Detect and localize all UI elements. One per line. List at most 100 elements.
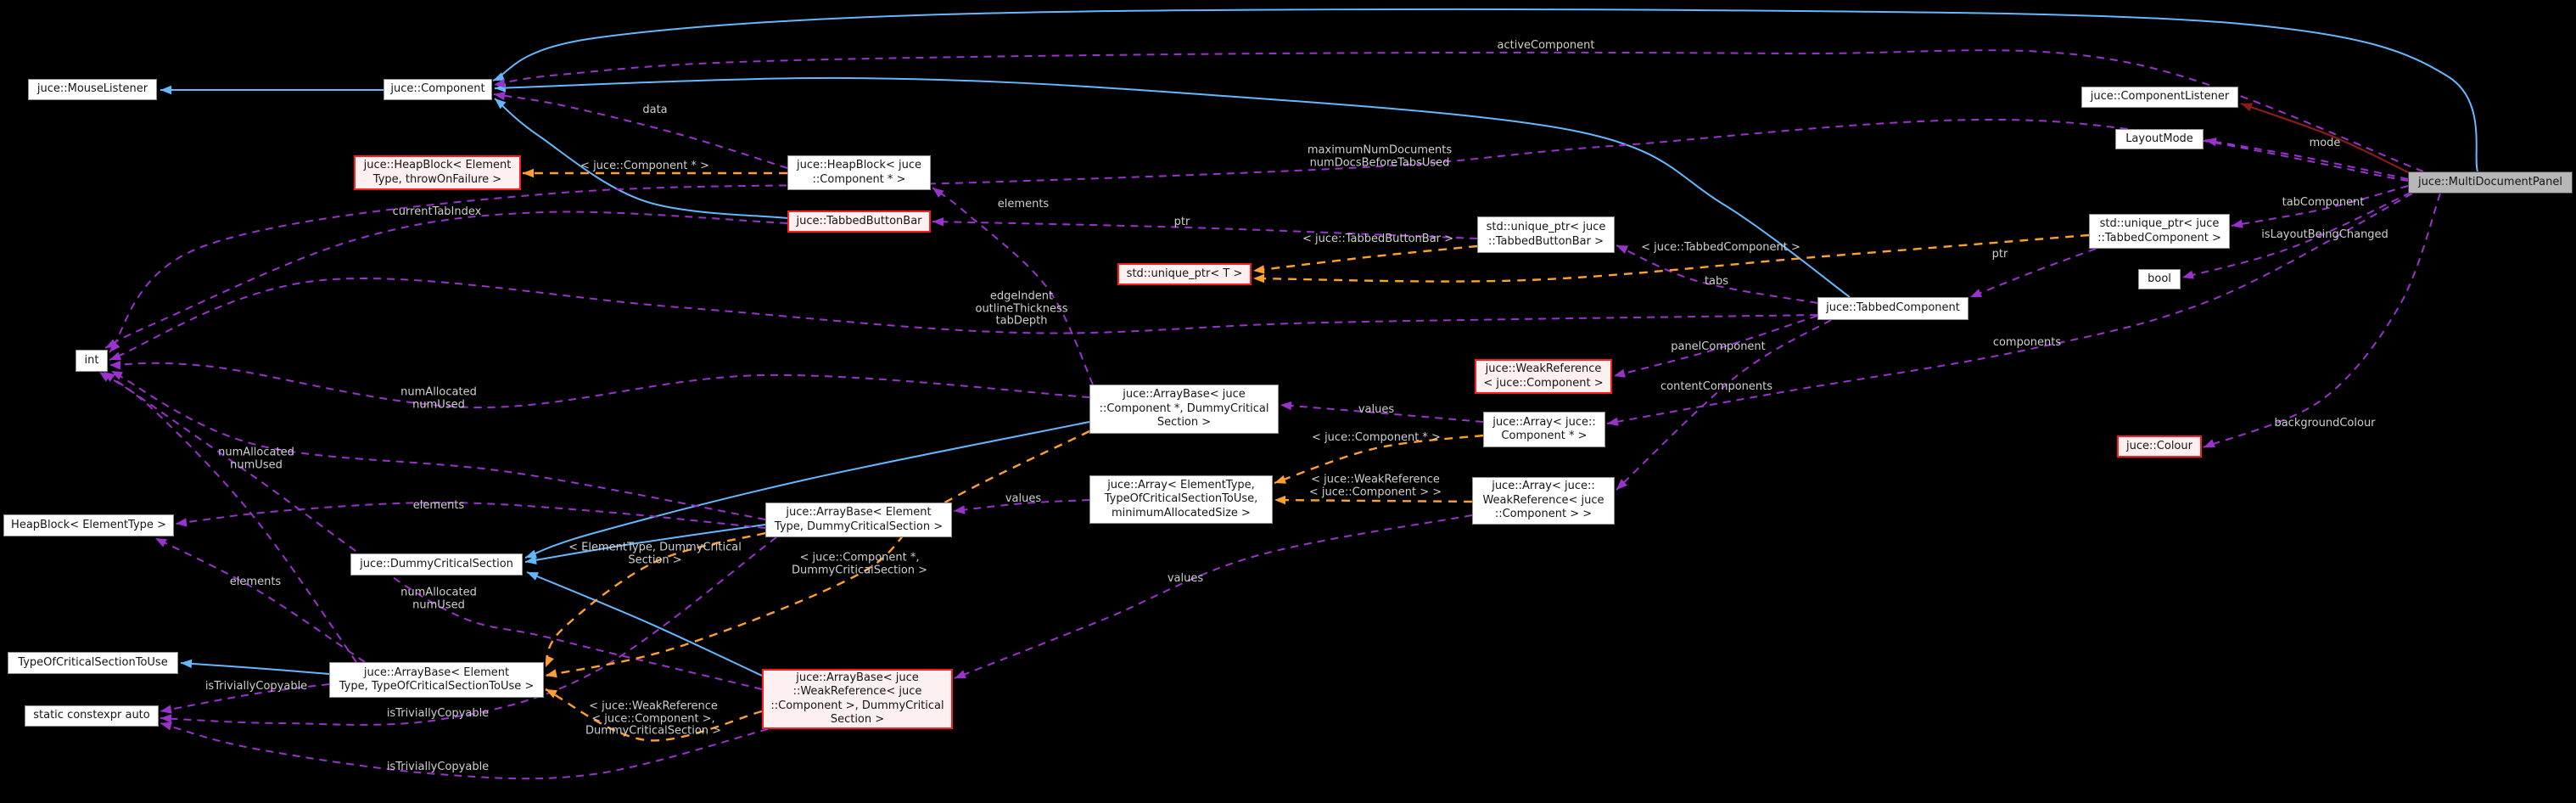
edge-arraybase-weakref-dummy--dummy-critical-section bbox=[526, 571, 763, 677]
edge-arraybase-element-dummy--heapblock-elementtype bbox=[175, 501, 766, 529]
node-tabbed-component[interactable]: juce::TabbedComponent bbox=[1817, 297, 1968, 320]
node-arraybase-element-tocstu[interactable]: juce::ArrayBase< Element Type, TypeOfCri… bbox=[329, 662, 544, 698]
arrowhead-layout-mode bbox=[2205, 138, 2217, 147]
node-type-of-critical-section-to-use[interactable]: TypeOfCriticalSectionToUse bbox=[8, 652, 178, 674]
edge-unique-ptr-tabbed-button-bar--tabbed-button-bar bbox=[932, 221, 1478, 239]
arrowhead-array-generic bbox=[1274, 474, 1286, 484]
arrowhead-int bbox=[111, 371, 123, 380]
arrowhead-component bbox=[494, 92, 506, 101]
edge-array-generic--arraybase-element-dummy bbox=[953, 499, 1090, 512]
arrowhead-array-generic bbox=[1274, 495, 1285, 505]
arrowhead-colour bbox=[2204, 439, 2215, 447]
edge-unique-ptr-tabbed-component--tabbed-component bbox=[1969, 248, 2097, 298]
arrowhead-dummy-critical-section bbox=[525, 555, 537, 564]
edge-heapblock-component--component bbox=[493, 93, 788, 169]
edge-arraybase-element-dummy--static-constexpr-auto bbox=[160, 536, 777, 726]
node-layout-mode[interactable]: LayoutMode bbox=[2115, 129, 2204, 149]
node-arraybase-element-dummy[interactable]: juce::ArrayBase< Element Type, DummyCrit… bbox=[765, 503, 952, 537]
arrowhead-static-constexpr-auto bbox=[160, 705, 172, 714]
arrowhead-mouse-listener bbox=[160, 85, 171, 95]
node-colour[interactable]: juce::Colour bbox=[2117, 435, 2202, 458]
edge-tabbed-button-bar--int bbox=[104, 211, 788, 349]
node-heapblock-component[interactable]: juce::HeapBlock< juce ::Component * > bbox=[787, 155, 931, 190]
edge-arraybase-element-tocstu--type-of-critical-section-to-use bbox=[180, 662, 330, 675]
arrowhead-dummy-critical-section bbox=[525, 549, 537, 559]
arrowhead-static-constexpr-auto bbox=[160, 714, 172, 723]
arrowhead-component bbox=[495, 98, 507, 110]
arrowhead-unique-ptr-t bbox=[1253, 265, 1265, 274]
node-component[interactable]: juce::Component bbox=[384, 79, 492, 100]
edge-arraybase-weakref-dummy--arraybase-element-tocstu bbox=[545, 688, 763, 742]
edge-tabbed-button-bar--component bbox=[494, 98, 788, 219]
edge-multi-document-panel--int bbox=[109, 118, 2409, 353]
arrowhead-tabbed-button-bar bbox=[932, 217, 944, 227]
arrowhead-arraybase-element-tocstu bbox=[546, 669, 557, 678]
edge-arraybase-element-dummy--arraybase-element-tocstu bbox=[544, 531, 766, 668]
arrowhead-arraybase-element-tocstu bbox=[546, 689, 557, 699]
node-tabbed-button-bar[interactable]: juce::TabbedButtonBar bbox=[787, 211, 931, 233]
node-arraybase-weakref-dummy[interactable]: juce::ArrayBase< juce ::WeakReference< j… bbox=[762, 669, 953, 729]
arrowhead-array-weakref bbox=[1616, 479, 1627, 490]
edge-multi-document-panel--colour bbox=[2203, 193, 2441, 448]
node-arraybase-component-dummy[interactable]: juce::ArrayBase< juce ::Component *, Dum… bbox=[1089, 385, 1279, 434]
edge-tabbed-component--component bbox=[494, 76, 1851, 298]
arrowhead-static-constexpr-auto bbox=[160, 722, 172, 731]
node-int[interactable]: int bbox=[76, 350, 108, 372]
arrowhead-type-of-critical-section-to-use bbox=[181, 659, 193, 669]
edge-multi-document-panel--component bbox=[492, 8, 2478, 172]
node-heapblock-element-throw[interactable]: juce::HeapBlock< Element Type, throwOnFa… bbox=[354, 155, 521, 190]
edge-array-component--arraybase-component-dummy bbox=[1280, 404, 1484, 423]
arrowhead-int bbox=[109, 361, 121, 370]
edge-array-component--array-generic bbox=[1274, 434, 1484, 485]
edge-multi-document-panel--layout-mode bbox=[2204, 139, 2409, 180]
arrowhead-int bbox=[104, 372, 115, 382]
arrowhead-int bbox=[105, 339, 117, 348]
node-array-weakref[interactable]: juce::Array< juce:: WeakReference< juce … bbox=[1472, 477, 1615, 525]
edge-tabbed-component--unique-ptr-tabbed-button-bar bbox=[1616, 244, 1818, 304]
arrowhead-heapblock-elementtype bbox=[176, 518, 188, 527]
edge-arraybase-component-dummy--int bbox=[109, 362, 1090, 409]
edge-arraybase-element-tocstu--int bbox=[98, 371, 357, 663]
arrowhead-arraybase-weakref-dummy bbox=[955, 670, 966, 679]
arrowhead-component bbox=[494, 78, 506, 88]
edge-arraybase-weakref-dummy--static-constexpr-auto bbox=[160, 722, 769, 780]
edge-multi-document-panel--component-listener bbox=[2240, 102, 2414, 176]
arrowhead-int bbox=[109, 351, 121, 361]
node-heapblock-elementtype[interactable]: HeapBlock< ElementType > bbox=[3, 514, 174, 536]
edge-array-weakref--array-generic bbox=[1274, 498, 1473, 503]
node-unique-ptr-tabbed-button-bar[interactable]: std::unique_ptr< juce ::TabbedButtonBar … bbox=[1477, 216, 1615, 253]
node-component-listener[interactable]: juce::ComponentListener bbox=[2081, 87, 2238, 108]
arrowhead-unique-ptr-tabbed-button-bar bbox=[1616, 245, 1628, 254]
arrowhead-array-component bbox=[1607, 417, 1619, 426]
edge-unique-ptr-tabbed-component--unique-ptr-t bbox=[1252, 233, 2090, 283]
arrowhead-unique-ptr-t bbox=[1253, 273, 1264, 284]
edge-arraybase-element-tocstu--static-constexpr-auto bbox=[160, 683, 330, 712]
arrowhead-arraybase-component-dummy bbox=[1280, 401, 1292, 411]
node-weak-reference-component[interactable]: juce::WeakReference < juce::Component > bbox=[1475, 359, 1612, 394]
arrowhead-weak-reference-component bbox=[1614, 368, 1626, 378]
arrowhead-heapblock-elementtype bbox=[155, 538, 167, 548]
edge-arraybase-element-dummy--dummy-critical-section bbox=[524, 524, 766, 563]
arrowhead-heapblock-component bbox=[932, 188, 944, 198]
edge-tabbed-component--array-weakref bbox=[1616, 319, 1832, 491]
arrowhead-arraybase-element-tocstu bbox=[546, 655, 554, 667]
node-static-constexpr-auto[interactable]: static constexpr auto bbox=[25, 705, 159, 727]
edge-arraybase-component-dummy--heapblock-component bbox=[932, 187, 1094, 385]
arrowhead-component bbox=[493, 72, 505, 81]
node-unique-ptr-tabbed-component[interactable]: std::unique_ptr< juce ::TabbedComponent … bbox=[2089, 214, 2230, 249]
node-bool[interactable]: bool bbox=[2138, 269, 2181, 289]
edge-array-weakref--arraybase-weakref-dummy bbox=[954, 514, 1473, 679]
edge-tabbed-component--int bbox=[109, 277, 1818, 361]
arrowhead-unique-ptr-tabbed-component bbox=[2232, 219, 2243, 228]
node-dummy-critical-section[interactable]: juce::DummyCriticalSection bbox=[350, 553, 523, 576]
node-multi-document-panel[interactable]: juce::MultiDocumentPanel bbox=[2408, 171, 2573, 194]
arrowhead-component-listener bbox=[2241, 103, 2253, 112]
node-array-component[interactable]: juce::Array< juce:: Component * > bbox=[1483, 412, 1605, 447]
edge-arraybase-element-tocstu--heapblock-elementtype bbox=[154, 537, 366, 663]
node-mouse-listener[interactable]: juce::MouseListener bbox=[28, 79, 157, 100]
node-array-generic[interactable]: juce::Array< ElementType, TypeOfCritical… bbox=[1089, 475, 1273, 524]
node-unique-ptr-t[interactable]: std::unique_ptr< T > bbox=[1117, 263, 1252, 285]
edge-unique-ptr-tabbed-button-bar--unique-ptr-t bbox=[1252, 244, 1478, 272]
